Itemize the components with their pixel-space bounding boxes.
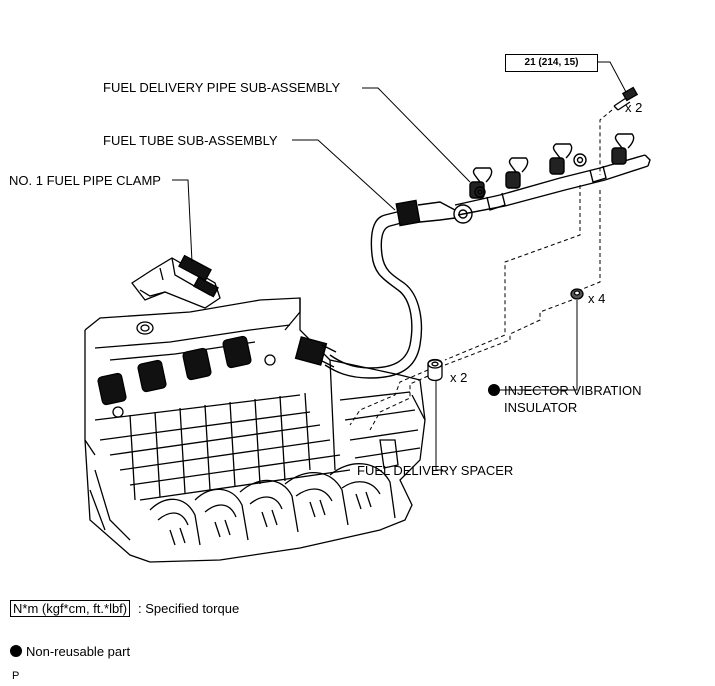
- label-injector-vibration-line2: INSULATOR: [504, 400, 578, 415]
- leader-fuel-pipe-clamp: [172, 179, 193, 263]
- qty-insulator: x 4: [588, 291, 606, 306]
- label-injector-vibration-insulator: INJECTOR VIBRATION: [488, 383, 641, 398]
- alignment-lines: [349, 109, 613, 431]
- fuel-delivery-spacer-drawing: [427, 358, 443, 382]
- leader-lines: [172, 61, 627, 471]
- label-injector-vibration-line1: INJECTOR VIBRATION: [504, 383, 642, 398]
- label-fuel-delivery-pipe: FUEL DELIVERY PIPE SUB-ASSEMBLY: [103, 80, 341, 95]
- torque-spec-box: 21 (214, 15): [505, 54, 598, 72]
- engine-block: [84, 297, 426, 563]
- non-reusable-legend-dot-icon: [10, 645, 22, 657]
- legend-torque-units: N*m (kgf*cm, ft.*lbf): [10, 600, 131, 617]
- qty-bolt: x 2: [625, 100, 643, 115]
- non-reusable-dot-icon: [488, 384, 500, 396]
- fuel-tube-drawing: [294, 199, 473, 379]
- leader-spacer: [435, 380, 443, 471]
- legend-non-reusable: Non-reusable part: [10, 644, 130, 659]
- footer-code: P: [12, 670, 20, 682]
- leader-fuel-delivery-pipe: [362, 87, 471, 183]
- label-fuel-tube: FUEL TUBE SUB-ASSEMBLY: [103, 133, 278, 148]
- bolt-drawing: [613, 86, 639, 111]
- fuel-pipe-clamp-drawing: [131, 254, 221, 309]
- injector-vibration-insulator-drawing: [570, 288, 584, 300]
- legend-non-reusable-text: Non-reusable part: [26, 644, 131, 659]
- label-fuel-pipe-clamp: NO. 1 FUEL PIPE CLAMP: [9, 173, 161, 188]
- leader-fuel-tube: [292, 139, 396, 211]
- qty-spacer: x 2: [450, 370, 468, 385]
- label-fuel-delivery-spacer: FUEL DELIVERY SPACER: [357, 463, 514, 478]
- legend-torque-desc: : Specified torque: [138, 601, 240, 616]
- leader-insulator: [488, 300, 578, 391]
- fuel-delivery-pipe-drawing: [454, 133, 651, 216]
- leader-torque: [597, 61, 627, 93]
